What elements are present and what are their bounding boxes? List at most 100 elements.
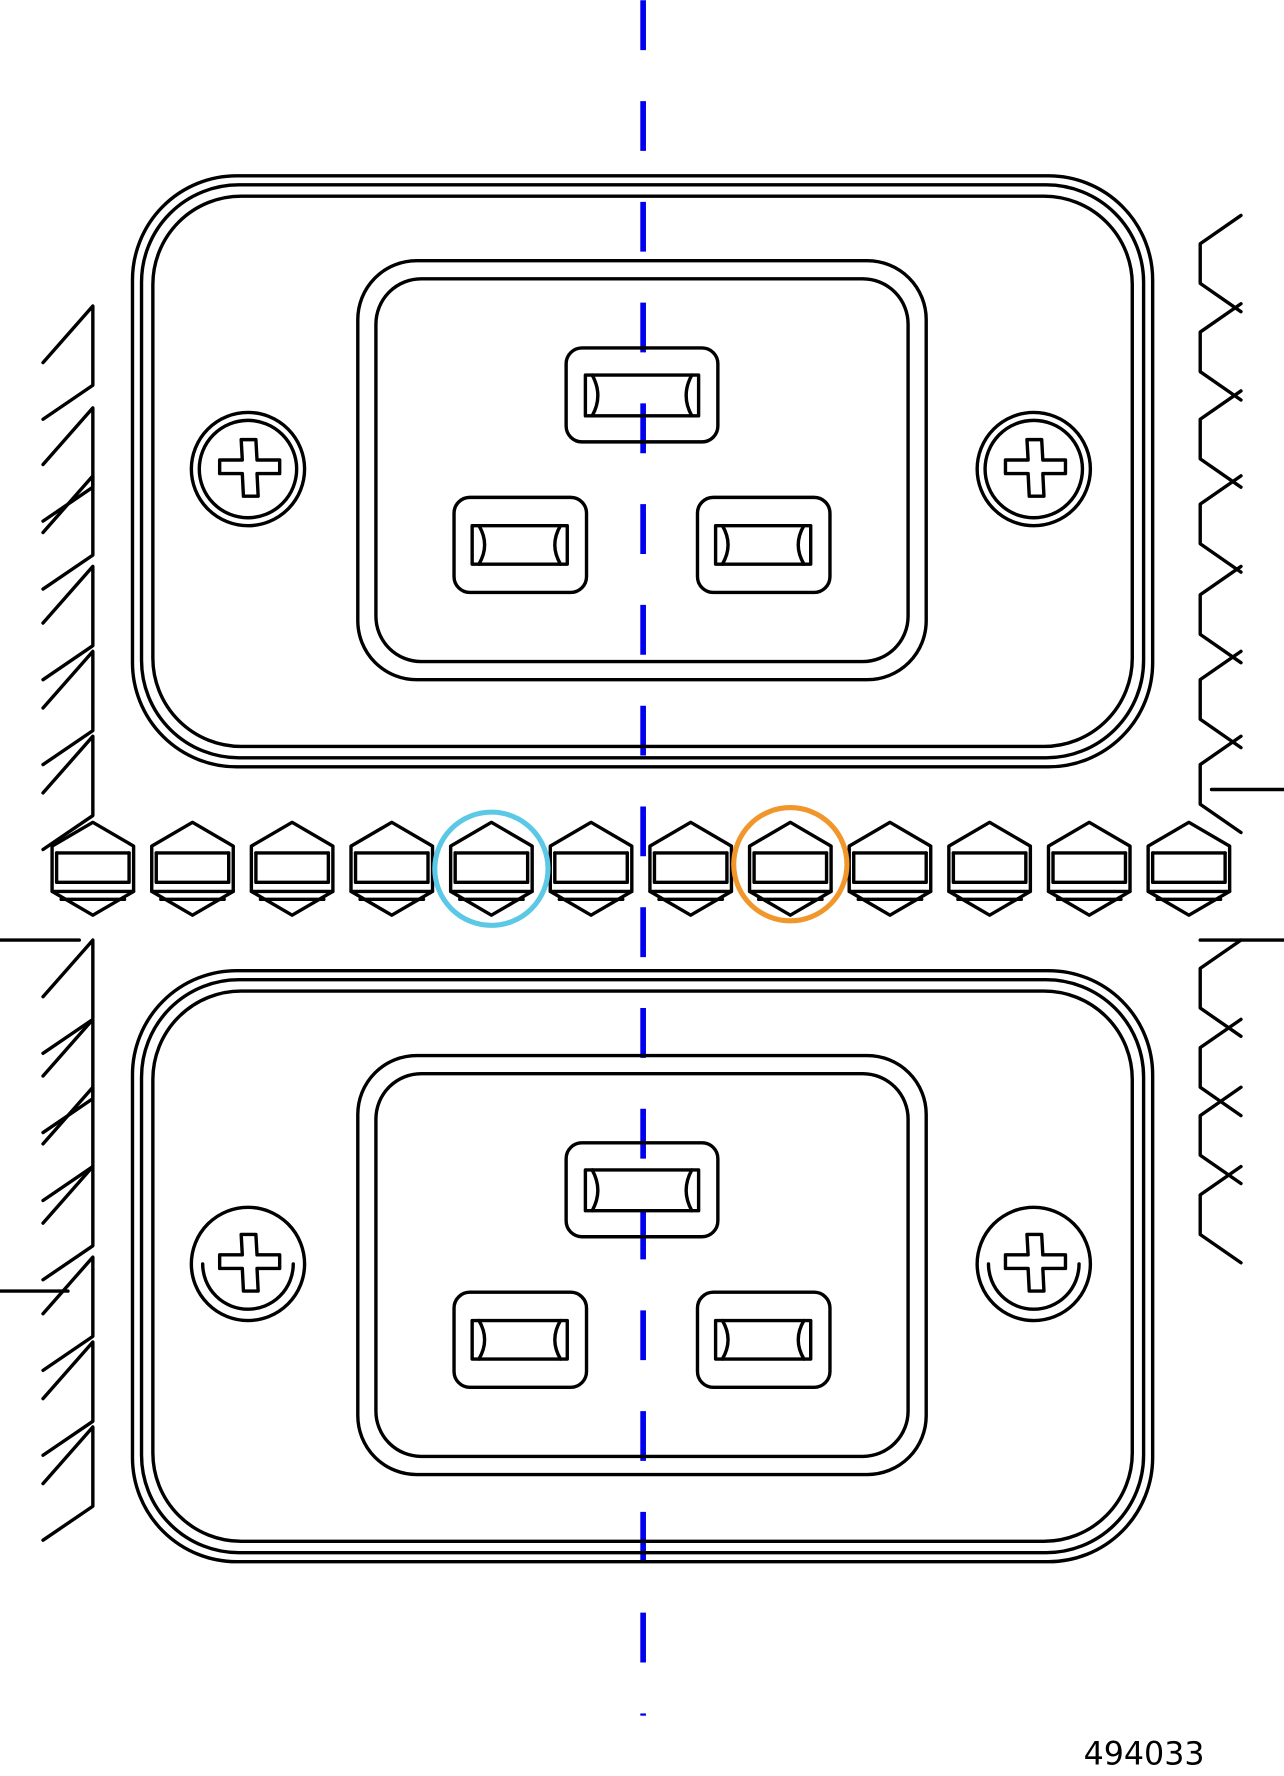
side-plate-edge: [1198, 389, 1243, 489]
slot-contact: [684, 1168, 694, 1213]
outer-frame-inner-line: [139, 978, 1146, 1555]
slot-contact: [796, 1318, 806, 1361]
side-plate-edge: [1198, 1085, 1243, 1186]
receptacle-slot: [695, 495, 832, 595]
hex-nut-icon: [448, 820, 534, 917]
slot-contact: [590, 1168, 600, 1213]
hex-outline: [1046, 820, 1132, 917]
hex-body: [1150, 851, 1227, 885]
side-plate-edge: [1198, 938, 1243, 1039]
screw-rim: [983, 418, 1085, 520]
screw-rim: [197, 418, 299, 520]
slot-contact: [553, 1318, 563, 1361]
side-plate-edge: [41, 1340, 95, 1457]
screw-cross: [217, 437, 282, 498]
outlet-plate-bottom: [130, 968, 1155, 1564]
outlet-plate-top: [130, 174, 1155, 769]
slot-opening: [713, 523, 813, 566]
side-plate-edge: [1198, 474, 1243, 574]
outer-frame-inset-line: [151, 194, 1134, 749]
hex-outline: [947, 820, 1033, 917]
slot-opening: [583, 373, 701, 418]
hex-outline: [349, 820, 435, 917]
hex-body: [852, 851, 928, 885]
side-plate-edge: [41, 938, 95, 1056]
slot-outline: [564, 346, 720, 444]
hex-nut-icon: [947, 820, 1033, 917]
side-plate-edge: [41, 1085, 95, 1203]
receptacle-slot: [452, 1290, 589, 1390]
slot-outline: [695, 1290, 832, 1390]
hex-body: [154, 851, 231, 885]
hex-outline: [249, 820, 335, 917]
slot-opening: [583, 1168, 701, 1213]
hex-body: [1051, 851, 1128, 885]
orange-highlight-circle: [731, 805, 850, 924]
hex-body: [553, 851, 629, 885]
hex-outline: [847, 820, 933, 917]
inner-recess-line: [374, 277, 910, 664]
hex-outline: [448, 820, 534, 917]
slot-opening: [470, 1318, 569, 1361]
slot-contact: [477, 1318, 487, 1361]
slot-contact: [720, 1318, 730, 1361]
hex-nut-icon: [1146, 820, 1232, 917]
screw-head: [189, 410, 307, 528]
hex-body: [453, 851, 530, 885]
hex-nut-icon: [747, 820, 833, 917]
side-plate-edge: [41, 1164, 95, 1282]
receptacle-slot: [564, 346, 720, 444]
side-plate-edge: [1198, 564, 1243, 665]
figure-id-label: 494033: [1084, 1736, 1205, 1772]
hex-body: [951, 851, 1028, 885]
receptacle-slot: [564, 1141, 720, 1239]
phillips-screw-icon: [975, 410, 1093, 528]
hex-outline: [747, 820, 833, 917]
phillips-screw-icon: [189, 1205, 307, 1323]
hex-outline: [50, 820, 136, 917]
side-plate-edge: [41, 1425, 95, 1542]
hex-nut-icon: [349, 820, 435, 917]
side-stacked-plates: [0, 213, 1284, 1542]
hex-outline: [1146, 820, 1232, 917]
slot-contact: [477, 523, 487, 566]
hex-body: [652, 851, 729, 885]
hex-outline: [548, 820, 634, 917]
inner-recess-line: [374, 1071, 910, 1459]
slot-contact: [684, 373, 694, 418]
hex-nut-icon: [548, 820, 634, 917]
side-plate-edge: [1198, 649, 1243, 750]
highlight-circles: [432, 805, 850, 928]
screw-cross: [217, 1232, 282, 1293]
side-plate-edge: [41, 734, 95, 852]
outer-frame: [130, 968, 1155, 1564]
hex-nut-icon: [150, 820, 235, 917]
hex-body: [254, 851, 331, 885]
slot-outline: [452, 1290, 589, 1390]
screw-head: [975, 410, 1093, 528]
side-plate-edge: [1198, 213, 1243, 314]
screw-head: [975, 1205, 1093, 1323]
hex-body: [752, 851, 829, 885]
phillips-screw-icon: [189, 410, 307, 528]
hex-outline: [648, 820, 734, 917]
hex-outline: [150, 820, 235, 917]
side-plate-edge: [41, 474, 95, 591]
slot-contact: [590, 373, 600, 418]
receptacle-slot: [695, 1290, 832, 1390]
slot-contact: [796, 523, 806, 566]
screw-head: [189, 1205, 307, 1323]
outer-frame-inset-line: [151, 989, 1134, 1544]
phillips-screw-icon: [975, 1205, 1093, 1323]
side-plate-edge: [1198, 1164, 1243, 1265]
screw-cross: [1003, 1232, 1068, 1293]
hex-body: [54, 851, 131, 885]
side-plate-edge: [41, 1255, 95, 1373]
inner-recess: [356, 1053, 928, 1477]
screw-rim: [986, 1262, 1081, 1311]
slot-contact: [553, 523, 563, 566]
slot-contact: [720, 523, 730, 566]
slot-outline: [695, 495, 832, 595]
